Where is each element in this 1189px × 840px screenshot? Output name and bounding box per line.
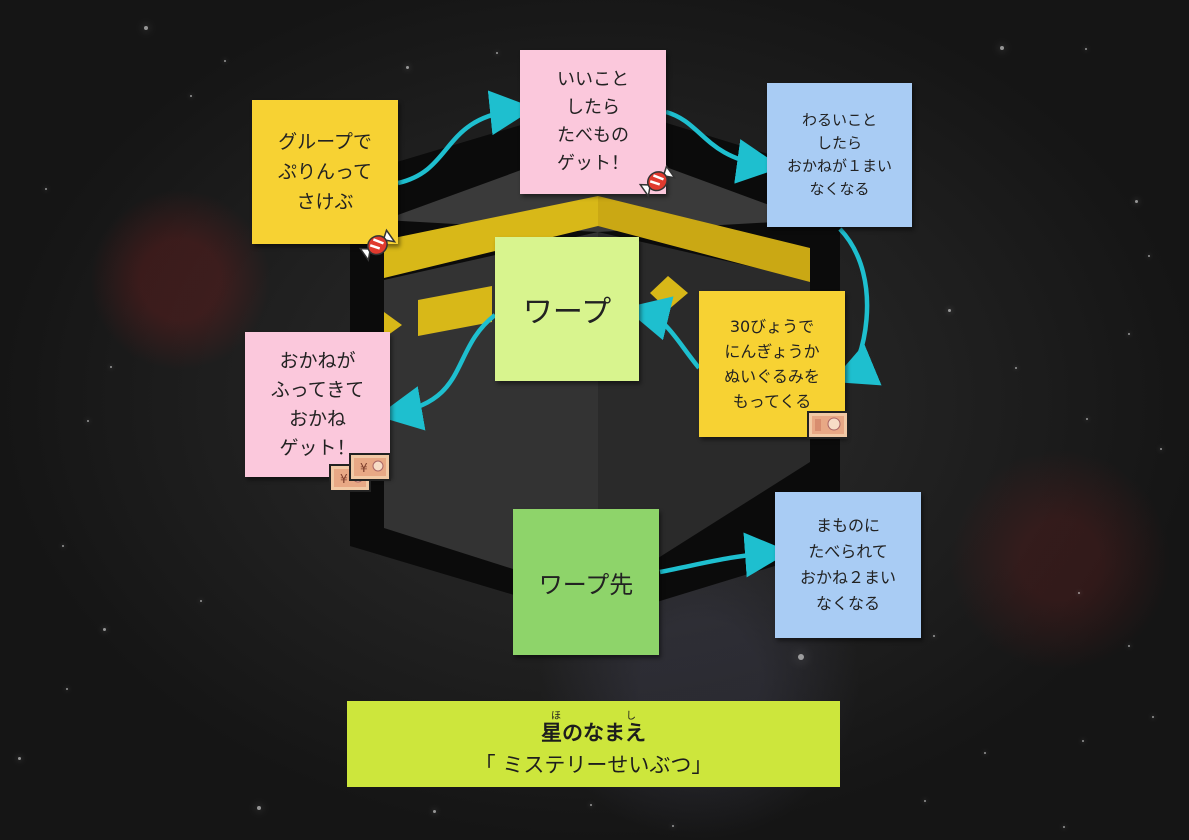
sticky-note-bad-deed[interactable]: わるいこと したら おかねが１まい なくなる — [767, 83, 912, 227]
star-name-banner: 星のなまえほし 「 ミステリーせいぶつ」 — [347, 701, 840, 787]
candy-icon — [358, 224, 398, 268]
svg-text:¥: ¥ — [340, 472, 348, 486]
banknote-icon — [806, 409, 850, 441]
sticky-note-warp-destination[interactable]: ワープ先 — [513, 509, 659, 655]
star-name-value: 「 ミステリーせいぶつ」 — [347, 749, 840, 779]
sticky-note-monster[interactable]: まものに たべられて おかね２まい なくなる — [775, 492, 921, 638]
sticky-note-warp[interactable]: ワープ — [495, 237, 639, 381]
star-name-ruby: ほし — [541, 711, 646, 722]
star-name-heading: 星のなまえほし — [541, 721, 646, 745]
banknote-icon: ¥ — [348, 451, 392, 483]
sticky-note-group-shout[interactable]: グループで ぷりんって さけぶ — [252, 100, 398, 244]
svg-text:¥: ¥ — [360, 461, 368, 475]
candy-icon — [638, 160, 678, 204]
